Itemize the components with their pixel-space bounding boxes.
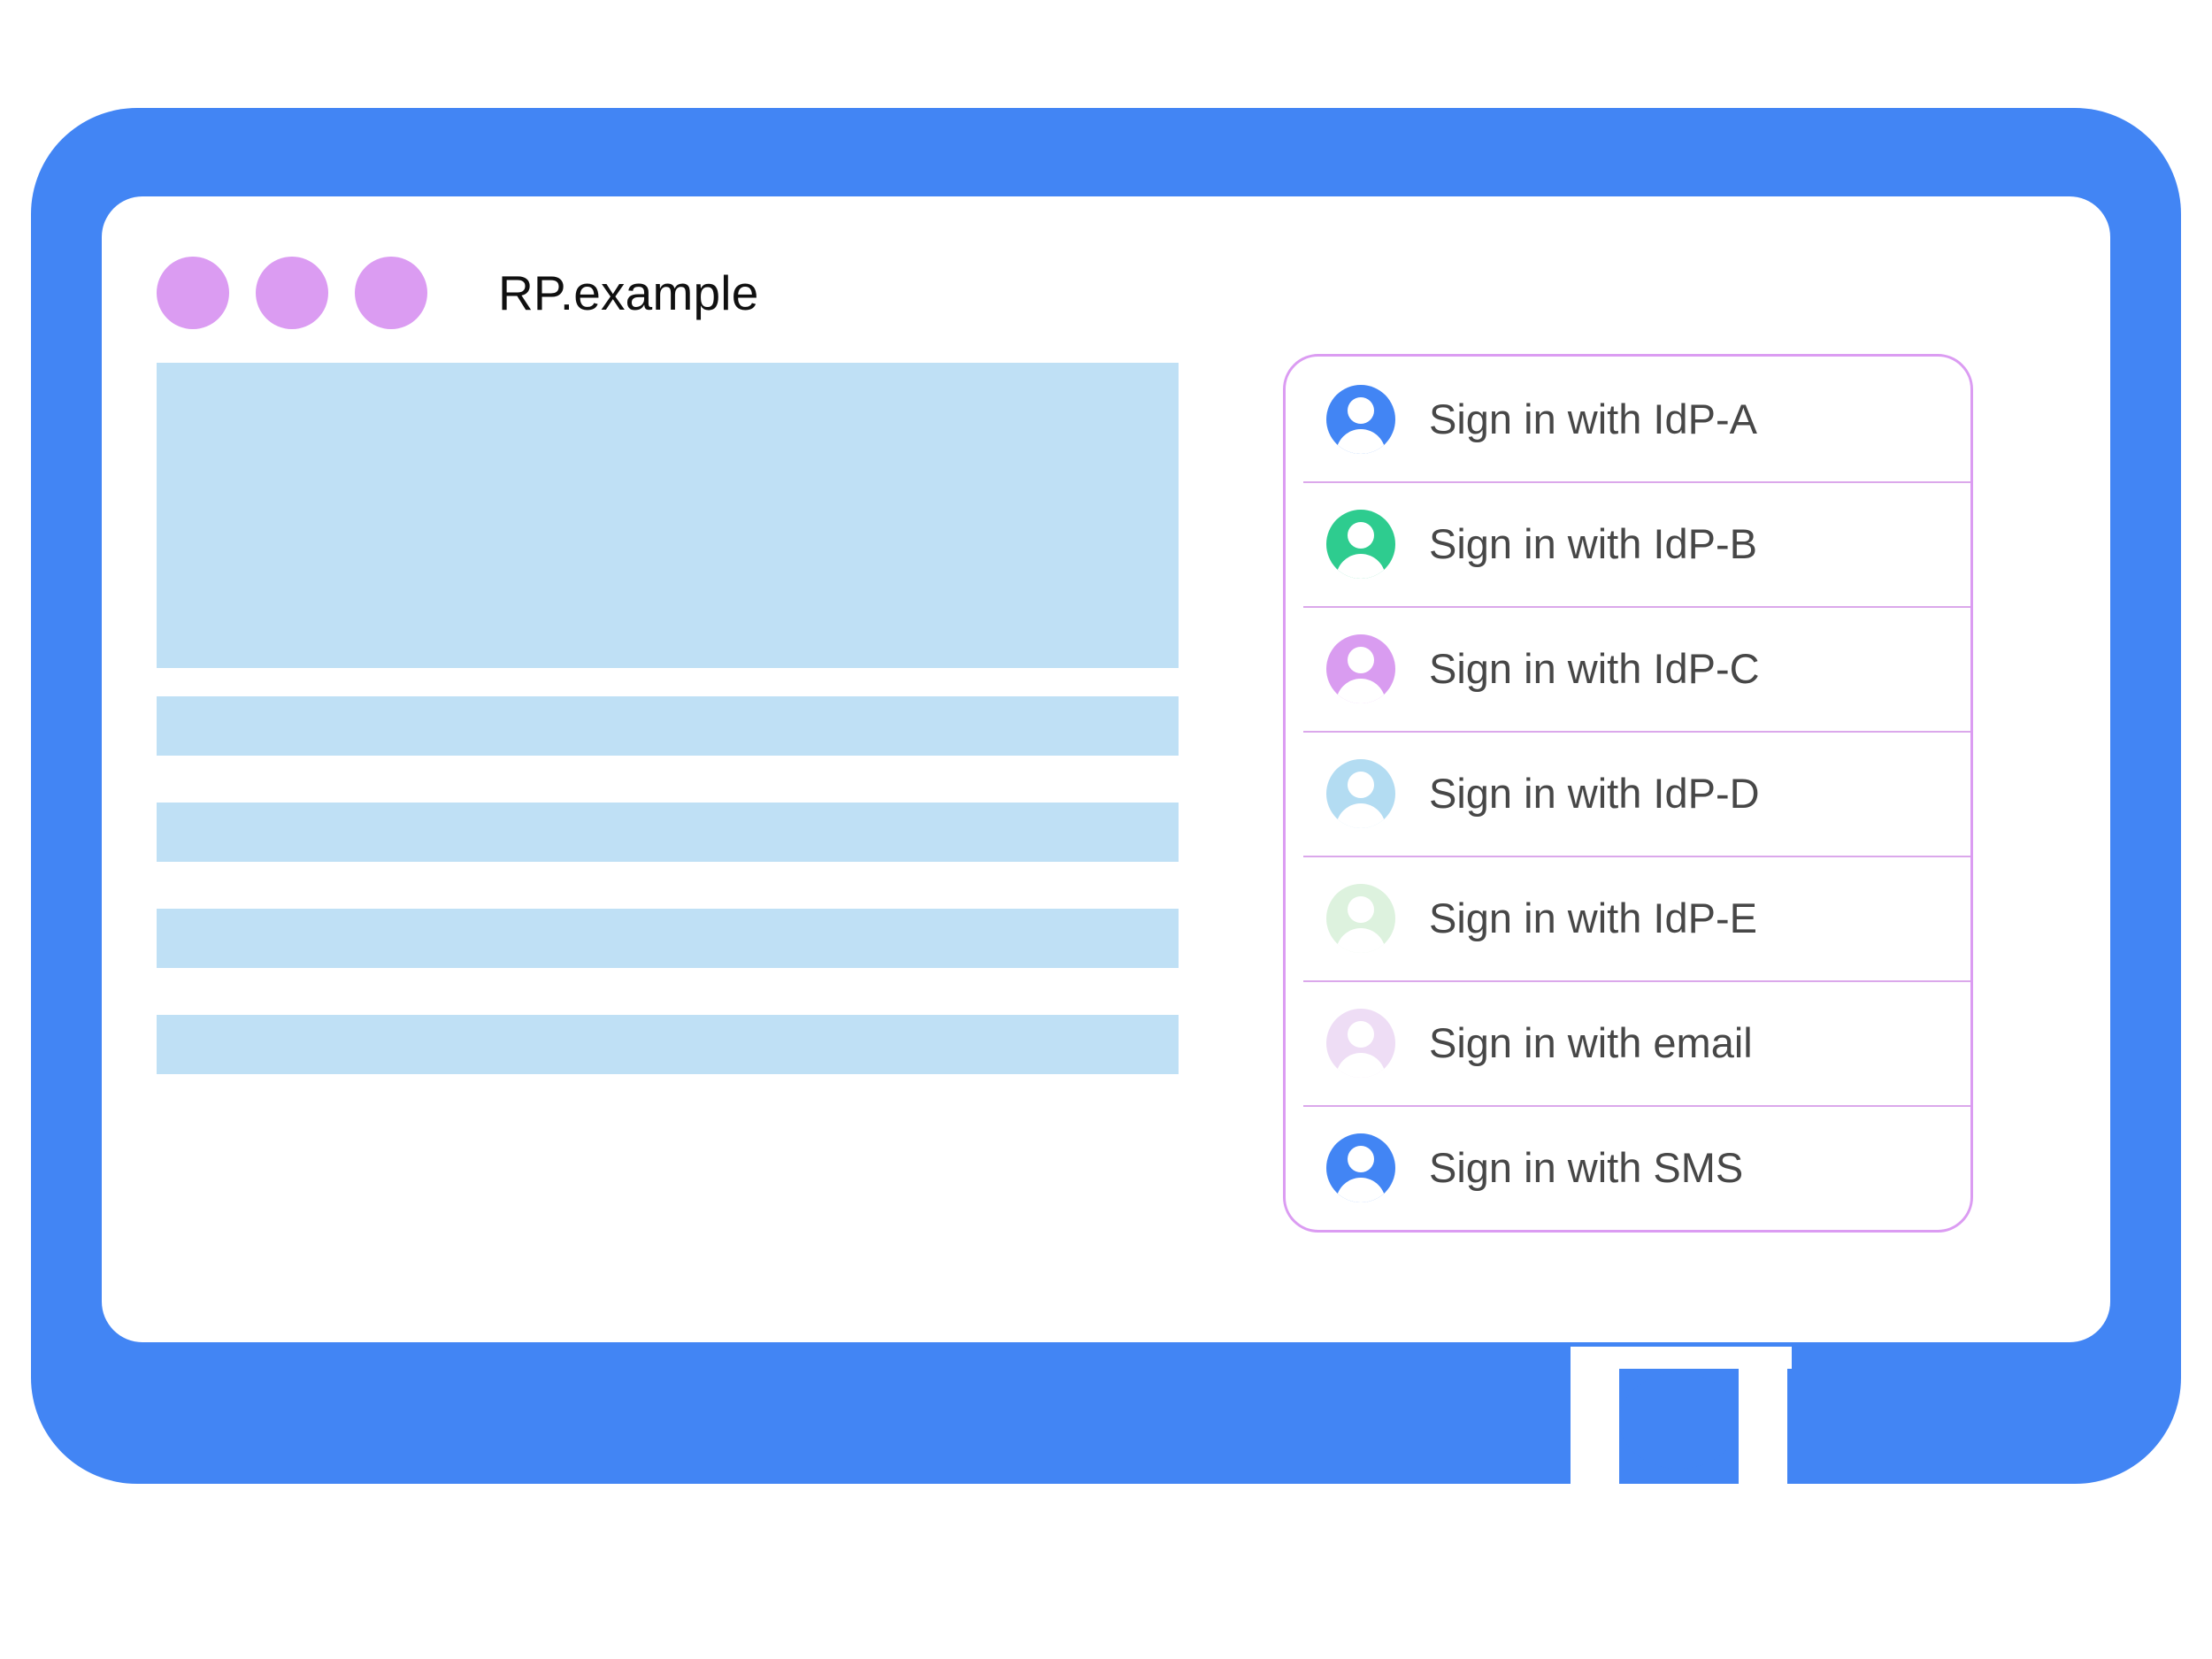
line-placeholder-1 xyxy=(157,696,1179,756)
signin-option-row[interactable]: Sign in with IdP-D xyxy=(1286,731,1970,856)
account-avatar-icon xyxy=(1326,758,1395,828)
titlebar-dot-1[interactable] xyxy=(157,257,229,329)
account-avatar-icon xyxy=(1326,1008,1395,1078)
avatar-body xyxy=(1336,1052,1386,1078)
account-avatar-icon xyxy=(1326,1133,1395,1202)
signin-option-label: Sign in with email xyxy=(1429,1019,1753,1066)
account-avatar-icon xyxy=(1326,883,1395,953)
hero-placeholder xyxy=(157,363,1179,668)
account-avatar-icon xyxy=(1326,634,1395,703)
avatar-head xyxy=(1348,1145,1374,1172)
signin-option-row[interactable]: Sign in with IdP-A xyxy=(1286,357,1970,481)
avatar-head xyxy=(1348,895,1374,923)
avatar-head xyxy=(1348,1020,1374,1048)
avatar-body xyxy=(1336,553,1386,579)
signin-option-row[interactable]: Sign in with IdP-B xyxy=(1286,481,1970,606)
titlebar-dot-2[interactable] xyxy=(256,257,328,329)
signin-option-label: Sign in with IdP-E xyxy=(1429,895,1757,941)
avatar-body xyxy=(1336,678,1386,703)
content-placeholder-column xyxy=(157,363,1179,1074)
signin-option-row[interactable]: Sign in with SMS xyxy=(1286,1105,1970,1230)
signin-option-row[interactable]: Sign in with email xyxy=(1286,980,1970,1105)
avatar-head xyxy=(1348,396,1374,424)
avatar-body xyxy=(1336,428,1386,454)
signin-option-label: Sign in with IdP-D xyxy=(1429,770,1760,817)
signin-option-label: Sign in with SMS xyxy=(1429,1144,1744,1191)
signin-option-label: Sign in with IdP-B xyxy=(1429,520,1757,567)
avatar-body xyxy=(1336,927,1386,953)
signin-chooser-panel: Sign in with IdP-A Sign in with IdP-B Sign… xyxy=(1283,354,1973,1233)
line-placeholder-3 xyxy=(157,909,1179,968)
titlebar-dot-3[interactable] xyxy=(355,257,427,329)
line-placeholder-4 xyxy=(157,1015,1179,1074)
bottom-bar-gap-right xyxy=(1739,1360,1787,1484)
signin-option-row[interactable]: Sign in with IdP-E xyxy=(1286,856,1970,980)
bottom-bar-gap-left xyxy=(1571,1360,1619,1484)
account-avatar-icon xyxy=(1326,384,1395,454)
avatar-body xyxy=(1336,803,1386,828)
home-button[interactable] xyxy=(1619,1373,1739,1469)
signin-option-row[interactable]: Sign in with IdP-C xyxy=(1286,606,1970,731)
avatar-head xyxy=(1348,521,1374,549)
line-placeholder-2 xyxy=(157,803,1179,862)
avatar-head xyxy=(1348,646,1374,673)
avatar-head xyxy=(1348,771,1374,798)
page-title: RP.example xyxy=(498,265,759,320)
signin-option-label: Sign in with IdP-C xyxy=(1429,645,1760,692)
signin-option-label: Sign in with IdP-A xyxy=(1429,396,1757,442)
avatar-body xyxy=(1336,1177,1386,1202)
account-avatar-icon xyxy=(1326,509,1395,579)
window-titlebar: RP.example xyxy=(157,257,758,329)
